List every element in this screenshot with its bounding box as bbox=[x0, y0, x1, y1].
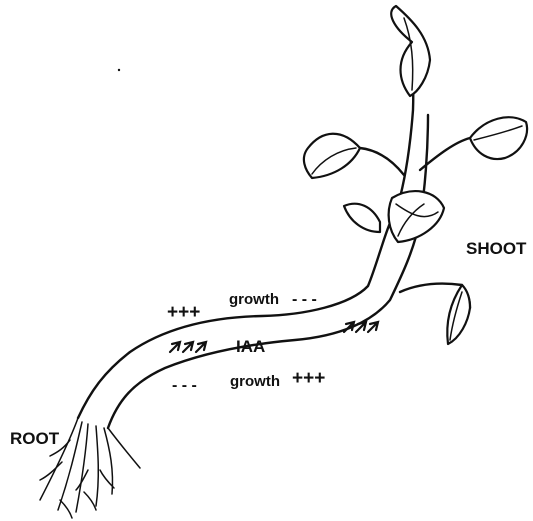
iaa-label: IAA bbox=[236, 337, 265, 356]
upper-growth-label: growth bbox=[229, 291, 279, 308]
arrow-icon bbox=[356, 322, 366, 332]
arrow-icon bbox=[183, 342, 193, 352]
shoot-label: SHOOT bbox=[466, 239, 527, 258]
iaa-flow-arrows-left bbox=[170, 342, 206, 352]
root-strand bbox=[96, 426, 98, 506]
arrow-icon bbox=[344, 322, 354, 332]
root-label: ROOT bbox=[10, 429, 60, 448]
iaa-flow-arrows-right bbox=[344, 322, 378, 332]
arrow-icon bbox=[368, 322, 378, 332]
arrow-icon bbox=[170, 342, 180, 352]
arrow-icon bbox=[196, 342, 206, 352]
lower-growth-label: growth bbox=[230, 373, 280, 390]
root-strand bbox=[84, 492, 96, 510]
speck bbox=[118, 69, 120, 71]
leaf bbox=[391, 6, 430, 96]
leaf bbox=[389, 191, 444, 242]
branch-stem bbox=[360, 148, 404, 175]
root-strand bbox=[60, 500, 72, 518]
leaf-cluster bbox=[344, 191, 444, 242]
side-branch bbox=[400, 284, 470, 344]
left-branch bbox=[304, 134, 404, 178]
lower-growth-dash: - - - bbox=[172, 377, 197, 394]
root-strand bbox=[108, 428, 140, 468]
apical-leaf bbox=[391, 6, 430, 96]
upper-growth-sign: +++ bbox=[167, 302, 200, 323]
leaf bbox=[344, 204, 380, 232]
right-branch bbox=[420, 117, 527, 170]
lower-growth-sign: +++ bbox=[292, 368, 325, 389]
upper-growth-dash: - - - bbox=[292, 291, 317, 308]
